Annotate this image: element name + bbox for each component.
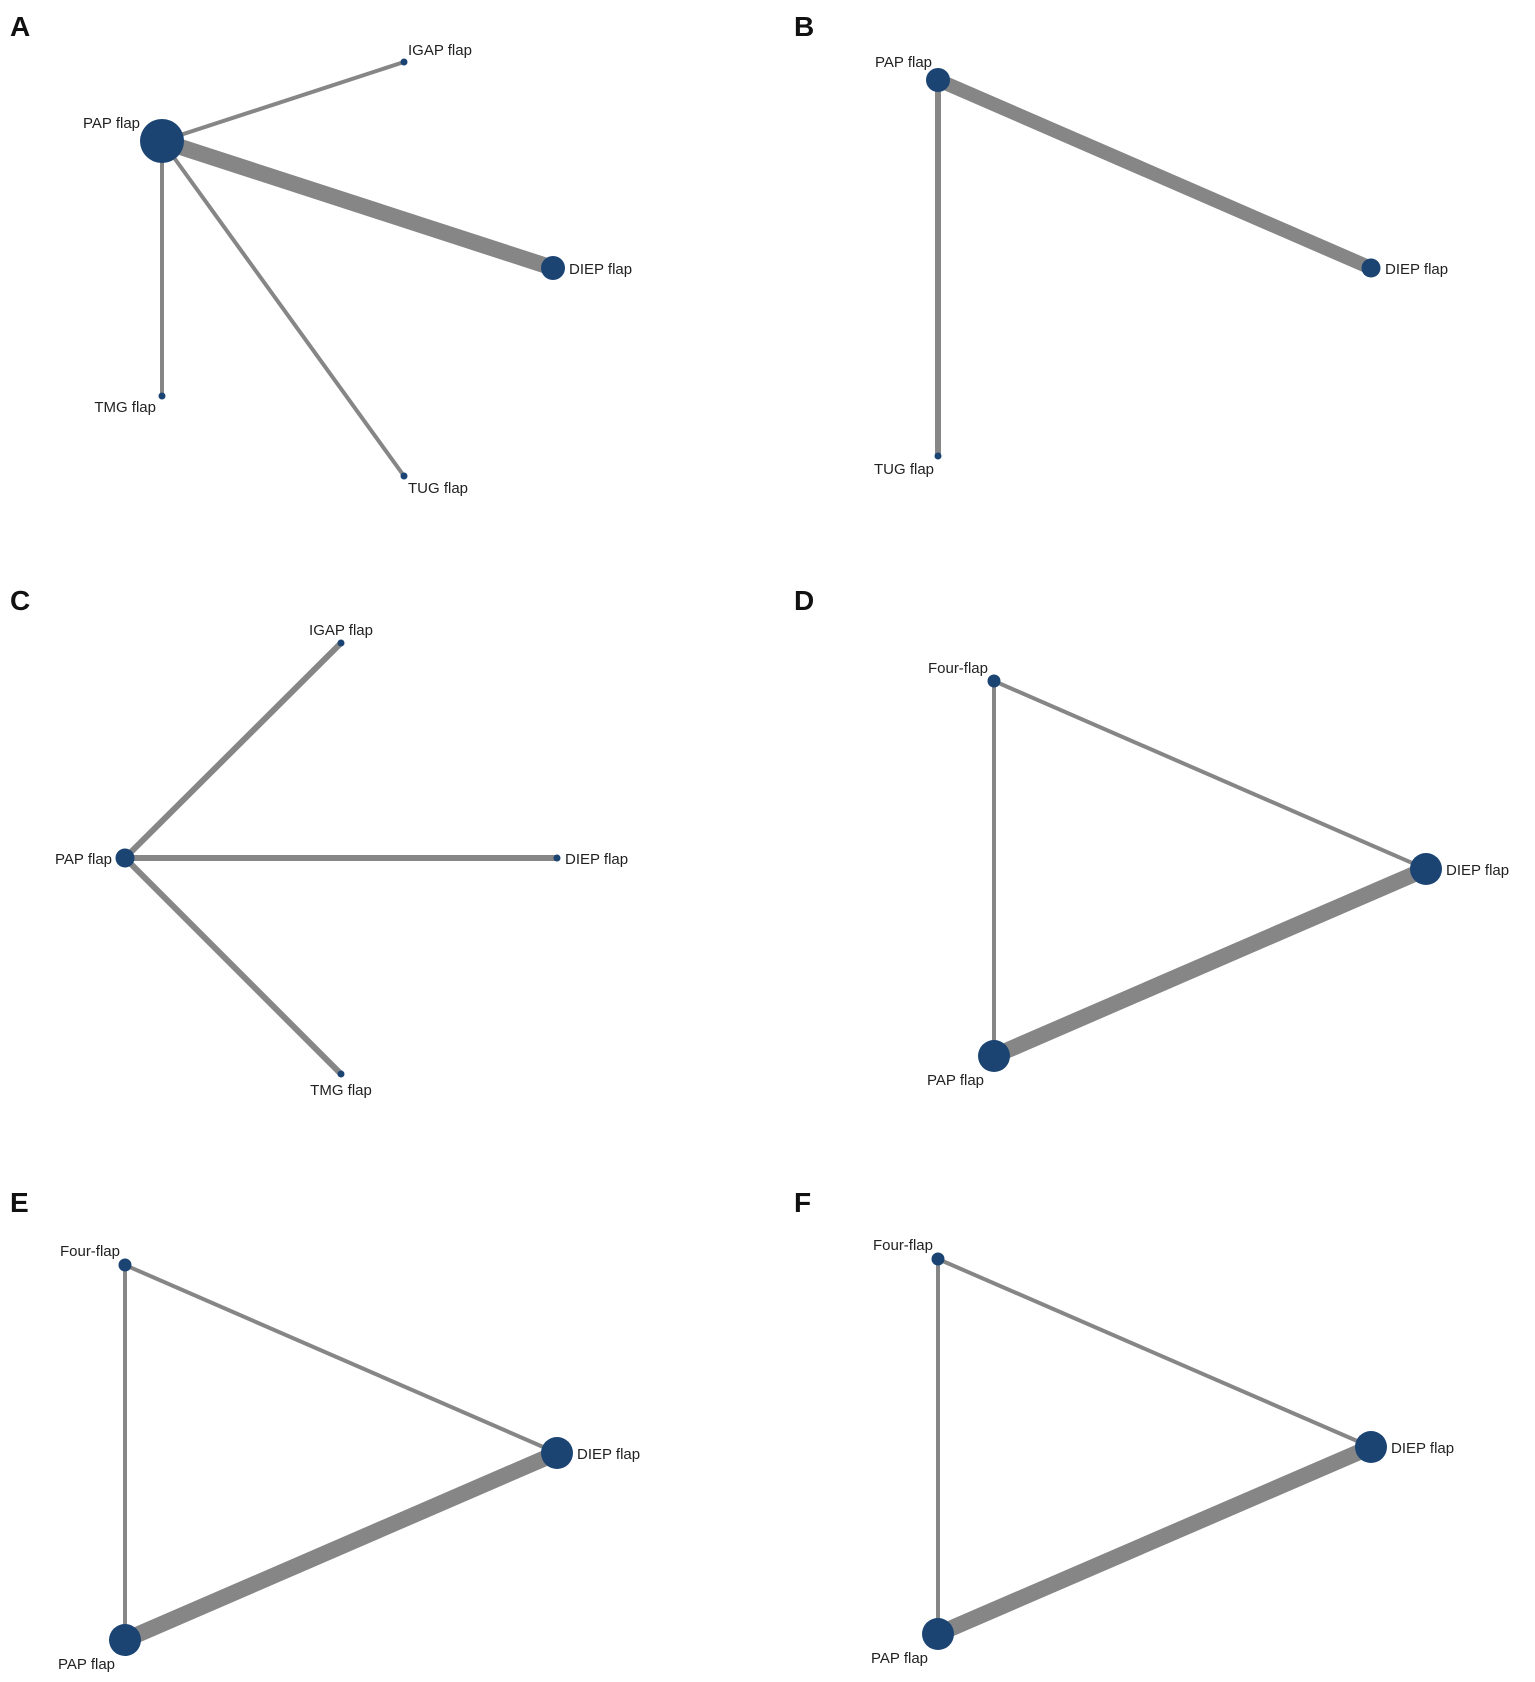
edge-pap-diep bbox=[990, 861, 1430, 1064]
edge-group bbox=[122, 640, 557, 1077]
edge-four-diep bbox=[993, 679, 1427, 871]
node-label-tmg: TMG flap bbox=[310, 1082, 372, 1099]
node-four bbox=[931, 1252, 945, 1266]
node-tug bbox=[400, 472, 408, 480]
node-label-diep: DIEP flap bbox=[569, 261, 632, 278]
node-tmg bbox=[158, 392, 166, 400]
node-label-diep: DIEP flap bbox=[565, 851, 628, 868]
edge-pap-tmg bbox=[122, 855, 344, 1077]
node-pap bbox=[109, 1624, 141, 1656]
edge-pap-igap bbox=[122, 640, 344, 861]
panel-letter: B bbox=[794, 11, 814, 42]
node-label-diep: DIEP flap bbox=[1391, 1440, 1454, 1457]
node-igap bbox=[400, 58, 408, 66]
edge-pap-tug bbox=[160, 139, 406, 478]
edge-four-diep bbox=[937, 1257, 1372, 1449]
node-label-pap: PAP flap bbox=[58, 1656, 115, 1673]
node-igap bbox=[337, 639, 345, 647]
node-diep bbox=[1410, 853, 1442, 885]
node-four bbox=[118, 1258, 132, 1272]
node-label-pap: PAP flap bbox=[927, 1072, 984, 1089]
edge-group bbox=[990, 679, 1430, 1064]
node-pap bbox=[922, 1618, 954, 1650]
node-label-tmg: TMG flap bbox=[94, 399, 156, 416]
edge-group bbox=[159, 60, 556, 478]
node-label-four: Four-flap bbox=[928, 660, 988, 677]
panel-letter: F bbox=[794, 1187, 811, 1218]
node-label-igap: IGAP flap bbox=[408, 42, 472, 59]
panel-letter: E bbox=[10, 1187, 29, 1218]
node-pap bbox=[978, 1040, 1010, 1072]
node-label-diep: DIEP flap bbox=[1446, 862, 1509, 879]
node-four bbox=[987, 674, 1001, 688]
edge-pap-diep bbox=[121, 1445, 561, 1648]
node-label-diep: DIEP flap bbox=[577, 1446, 640, 1463]
node-tug bbox=[934, 452, 942, 460]
node-label-pap: PAP flap bbox=[83, 115, 140, 132]
node-pap bbox=[926, 68, 950, 92]
node-diep bbox=[553, 854, 561, 862]
node-diep bbox=[541, 256, 565, 280]
panel-letter: C bbox=[10, 585, 30, 616]
node-label-tug: TUG flap bbox=[408, 480, 468, 497]
node-tmg bbox=[337, 1070, 345, 1078]
node-pap bbox=[115, 848, 135, 868]
edge-group bbox=[121, 1263, 561, 1648]
edge-pap-diep bbox=[159, 133, 556, 276]
panel-letter: A bbox=[10, 11, 30, 42]
node-pap bbox=[140, 119, 184, 163]
node-label-four: Four-flap bbox=[60, 1243, 120, 1260]
edge-four-diep bbox=[124, 1263, 558, 1455]
node-label-pap: PAP flap bbox=[871, 1650, 928, 1667]
node-label-pap: PAP flap bbox=[55, 851, 112, 868]
node-label-tug: TUG flap bbox=[874, 461, 934, 478]
edge-pap-diep bbox=[935, 73, 1374, 275]
node-label-diep: DIEP flap bbox=[1385, 261, 1448, 278]
edge-group bbox=[934, 1257, 1375, 1642]
edge-pap-igap bbox=[161, 60, 405, 143]
edge-pap-diep bbox=[934, 1439, 1375, 1642]
node-diep bbox=[541, 1437, 573, 1469]
node-label-four: Four-flap bbox=[873, 1237, 933, 1254]
node-label-igap: IGAP flap bbox=[309, 622, 373, 639]
node-diep bbox=[1361, 258, 1381, 278]
node-label-pap: PAP flap bbox=[875, 54, 932, 71]
node-diep bbox=[1355, 1431, 1387, 1463]
edge-group bbox=[935, 73, 1374, 456]
panel-letter: D bbox=[794, 585, 814, 616]
